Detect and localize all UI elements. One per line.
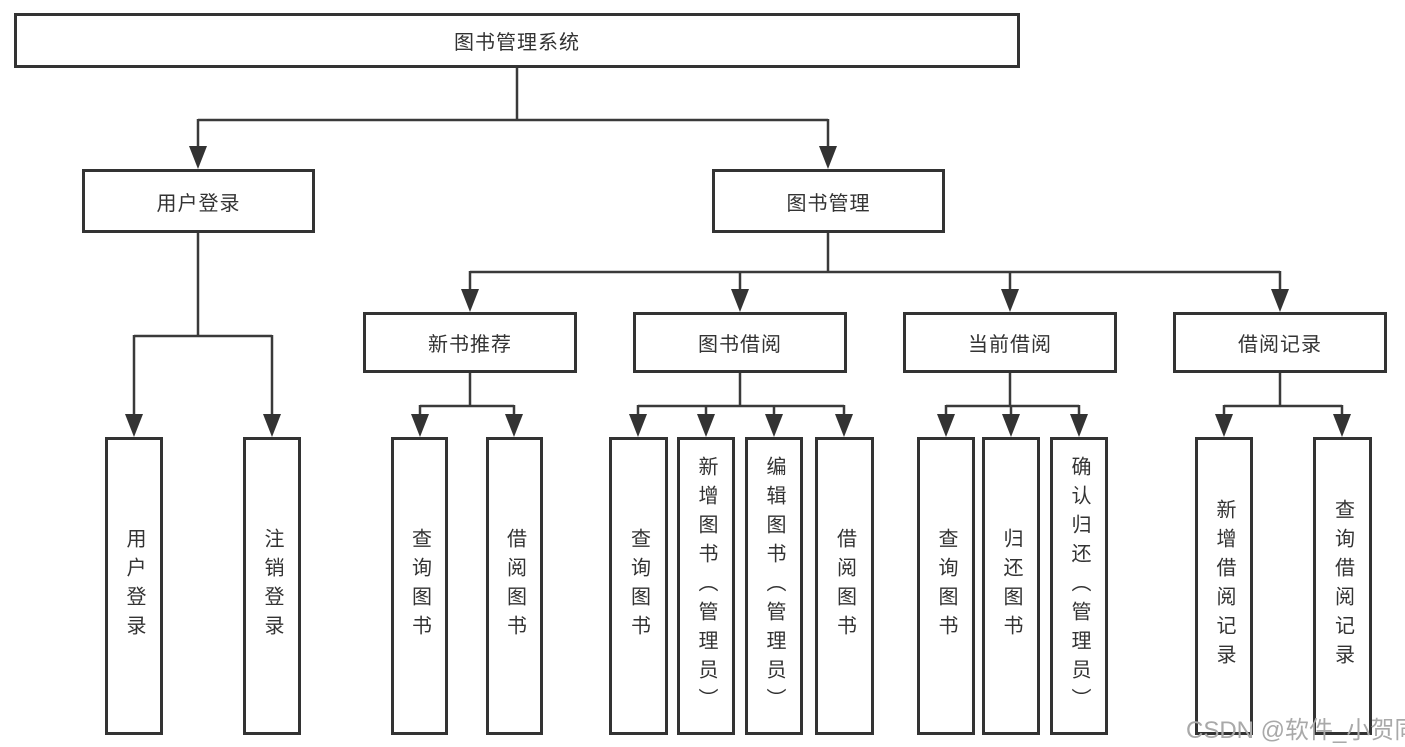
leaf-add-books-admin-label: 新增图书（管理员） — [695, 455, 717, 717]
arrowhead-icons — [125, 146, 1351, 437]
leaf-query-books-recommend: 查询图书 — [391, 437, 448, 735]
leaf-add-borrow-record-label: 新增借阅记录 — [1213, 499, 1235, 673]
leaf-query-borrow-record-label: 查询借阅记录 — [1331, 499, 1354, 673]
leaf-query-borrow-record: 查询借阅记录 — [1313, 437, 1372, 735]
leaf-add-books-admin: 新增图书（管理员） — [677, 437, 735, 735]
leaf-logout: 注销登录 — [243, 437, 301, 735]
leaf-edit-books-admin-label: 编辑图书（管理员） — [763, 455, 785, 717]
node-borrow-records: 借阅记录 — [1173, 312, 1387, 373]
leaf-return-books-label: 归还图书 — [1000, 528, 1022, 644]
leaf-add-borrow-record: 新增借阅记录 — [1195, 437, 1253, 735]
leaf-query-books-borrow-label: 查询图书 — [627, 528, 650, 644]
node-current-borrow: 当前借阅 — [903, 312, 1117, 373]
leaf-logout-label: 注销登录 — [261, 528, 283, 644]
node-book-management: 图书管理 — [712, 169, 945, 233]
node-library-management-system: 图书管理系统 — [14, 13, 1020, 68]
leaf-user-login-label: 用户登录 — [123, 528, 145, 644]
leaf-borrow-books-recommend: 借阅图书 — [486, 437, 543, 735]
leaf-confirm-return-admin-label: 确认归还（管理员） — [1068, 455, 1090, 717]
node-user-login: 用户登录 — [82, 169, 315, 233]
node-book-borrow: 图书借阅 — [633, 312, 847, 373]
leaf-query-books-recommend-label: 查询图书 — [408, 528, 431, 644]
node-new-book-recommend: 新书推荐 — [363, 312, 577, 373]
leaf-borrow-books-recommend-label: 借阅图书 — [503, 528, 526, 644]
watermark: CSDN @软件_小贺同学 — [1186, 717, 1405, 744]
leaf-query-books-current-label: 查询图书 — [935, 528, 957, 644]
leaf-user-login: 用户登录 — [105, 437, 163, 735]
leaf-confirm-return-admin: 确认归还（管理员） — [1050, 437, 1108, 735]
leaf-return-books: 归还图书 — [982, 437, 1040, 735]
leaf-borrow-books: 借阅图书 — [815, 437, 874, 735]
leaf-query-books-current: 查询图书 — [917, 437, 975, 735]
leaf-query-books-borrow: 查询图书 — [609, 437, 668, 735]
leaf-edit-books-admin: 编辑图书（管理员） — [745, 437, 803, 735]
leaf-borrow-books-label: 借阅图书 — [833, 528, 856, 644]
